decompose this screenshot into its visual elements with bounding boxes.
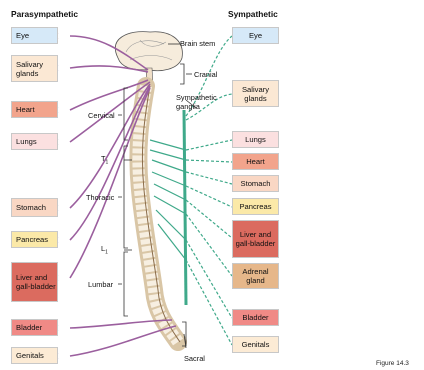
organ-label: Bladder xyxy=(242,313,268,322)
organ-label: Heart xyxy=(16,105,35,114)
organ-label: Adrenal gland xyxy=(233,267,278,285)
organ-label: Liver and gall-bladder xyxy=(233,230,278,248)
l1-subscript: 1 xyxy=(105,249,108,255)
organ-label: Pancreas xyxy=(239,202,271,211)
right-organ-stomach: Stomach xyxy=(232,175,279,192)
organ-label: Lungs xyxy=(245,135,266,144)
left-organ-bladder: Bladder xyxy=(11,319,58,336)
cervical-label: Cervical xyxy=(88,111,115,120)
organ-label: Genitals xyxy=(242,340,270,349)
organ-label: Genitals xyxy=(16,351,44,360)
sympathetic-fibers xyxy=(186,36,232,345)
organ-label: Liver and gall-bladder xyxy=(16,273,57,291)
left-organ-liver-gallbladder: Liver and gall-bladder xyxy=(11,262,58,302)
organ-label: Lungs xyxy=(16,137,37,146)
left-organ-stomach: Stomach xyxy=(11,198,58,217)
left-organ-pancreas: Pancreas xyxy=(11,231,58,248)
right-organ-lungs: Lungs xyxy=(232,131,279,148)
organ-label: Bladder xyxy=(16,323,42,332)
right-organ-eye: Eye xyxy=(232,27,279,44)
left-organ-lungs: Lungs xyxy=(11,133,58,150)
right-organ-bladder: Bladder xyxy=(232,309,279,326)
figure-label: Figure 14.3 xyxy=(376,360,409,367)
sympathetic-header: Sympathetic xyxy=(228,9,278,19)
t1-subscript: 1 xyxy=(106,159,109,165)
brain-illustration xyxy=(115,32,182,71)
organ-label: Heart xyxy=(246,157,265,166)
left-organ-eye: Eye xyxy=(11,27,58,44)
brain-stem-label: Brain stem xyxy=(180,39,215,48)
organ-label: Salivary glands xyxy=(233,85,278,103)
lumbar-label: Lumbar xyxy=(88,280,113,289)
t1-label: T1 xyxy=(101,154,108,165)
right-organ-pancreas: Pancreas xyxy=(232,198,279,215)
right-organ-heart: Heart xyxy=(232,153,279,170)
left-organ-heart: Heart xyxy=(11,101,58,118)
organ-label: Salivary glands xyxy=(16,60,57,78)
organ-label: Stomach xyxy=(241,179,271,188)
organ-label: Pancreas xyxy=(16,235,48,244)
right-organ-salivary-glands: Salivary glands xyxy=(232,80,279,107)
right-organ-genitals: Genitals xyxy=(232,336,279,353)
thoracic-label: Thoracic xyxy=(86,193,114,202)
parasympathetic-header: Parasympathetic xyxy=(11,9,78,19)
left-organ-genitals: Genitals xyxy=(11,347,58,364)
right-organ-liver-gallbladder: Liver and gall-bladder xyxy=(232,220,279,258)
sympathetic-ganglia-label: Sympathetic ganglia xyxy=(176,93,236,111)
organ-label: Eye xyxy=(249,31,262,40)
cranial-label: Cranial xyxy=(194,70,217,79)
organ-label: Eye xyxy=(16,31,29,40)
sympathetic-chain xyxy=(184,110,186,305)
l1-label: L1 xyxy=(101,244,108,255)
sacral-label: Sacral xyxy=(184,354,205,363)
right-organ-adrenal-gland: Adrenal gland xyxy=(232,263,279,289)
left-organ-salivary-glands: Salivary glands xyxy=(11,55,58,82)
organ-label: Stomach xyxy=(16,203,46,212)
